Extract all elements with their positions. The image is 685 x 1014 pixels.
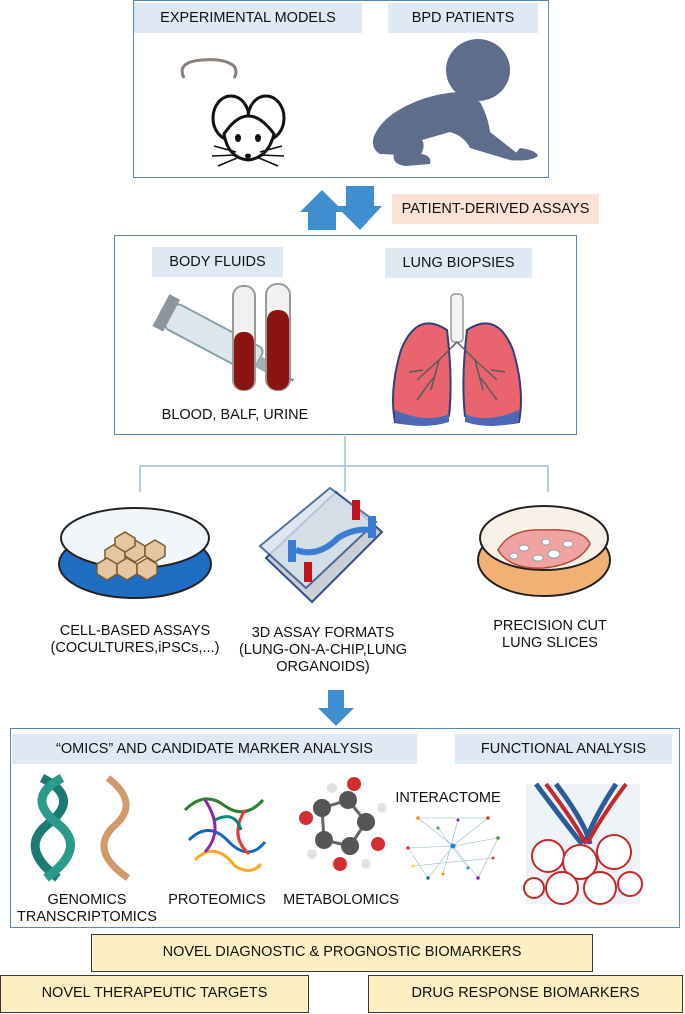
- genomics-label: GENOMICS: [47, 892, 127, 908]
- dna-helix-icon: [30, 773, 131, 882]
- functional-analysis-label: FUNCTIONAL ANALYSIS: [455, 734, 672, 764]
- baby-silhouette-icon: [372, 39, 538, 166]
- bidirectional-arrow-icon: [300, 186, 382, 230]
- cell-based-assays-caption: CELL-BASED ASSAYS (COCULTURES,iPSCs,...): [50, 623, 220, 656]
- bpd-patients-label: BPD PATIENTS: [388, 3, 538, 33]
- experimental-models-label: EXPERIMENTAL MODELS: [134, 3, 362, 33]
- lung-biopsies-label: LUNG BIOPSIES: [385, 248, 532, 278]
- precision-cut-slices-caption: PRECISION CUT LUNG SLICES: [493, 618, 607, 651]
- therapeutic-targets-box: NOVEL THERAPEUTIC TARGETS: [0, 975, 309, 1013]
- alveoli-capillaries-icon: [523, 782, 643, 905]
- interactome-label: INTERACTOME: [395, 790, 501, 806]
- mouse-icon: [180, 58, 286, 167]
- down-arrow-icon: [318, 690, 354, 726]
- body-fluids-label: BODY FLUIDS: [152, 247, 283, 277]
- lung-slice-dish-icon: [477, 505, 611, 597]
- patient-derived-assays-label: PATIENT-DERIVED ASSAYS: [392, 194, 599, 224]
- omics-analysis-label: “OMICS” AND CANDIDATE MARKER ANALYSIS: [12, 734, 417, 764]
- diagnostic-biomarkers-box: NOVEL DIAGNOSTIC & PROGNOSTIC BIOMARKERS: [91, 934, 593, 972]
- cell-dish-icon: [58, 507, 212, 599]
- proteomics-label: PROTEOMICS: [168, 892, 266, 908]
- 3d-assay-formats-caption: 3D ASSAY FORMATS (LUNG-ON-A-CHIP,LUNG OR…: [238, 625, 408, 675]
- interactome-network-icon: [406, 816, 500, 880]
- lungs-icon: [392, 293, 522, 426]
- blood-balf-urine-caption: BLOOD, BALF, URINE: [161, 407, 309, 423]
- connector-lines: [139, 436, 549, 492]
- protein-structure-icon: [183, 797, 267, 872]
- transcriptomics-label: TRANSCRIPTOMICS: [17, 909, 157, 925]
- metabolomics-label: METABOLOMICS: [283, 892, 399, 908]
- lung-on-chip-icon: [258, 486, 384, 604]
- metabolite-molecule-icon: [299, 777, 387, 871]
- drug-response-biomarkers-box: DRUG RESPONSE BIOMARKERS: [368, 975, 683, 1013]
- syringe-and-blood-tubes-icon: [152, 283, 294, 391]
